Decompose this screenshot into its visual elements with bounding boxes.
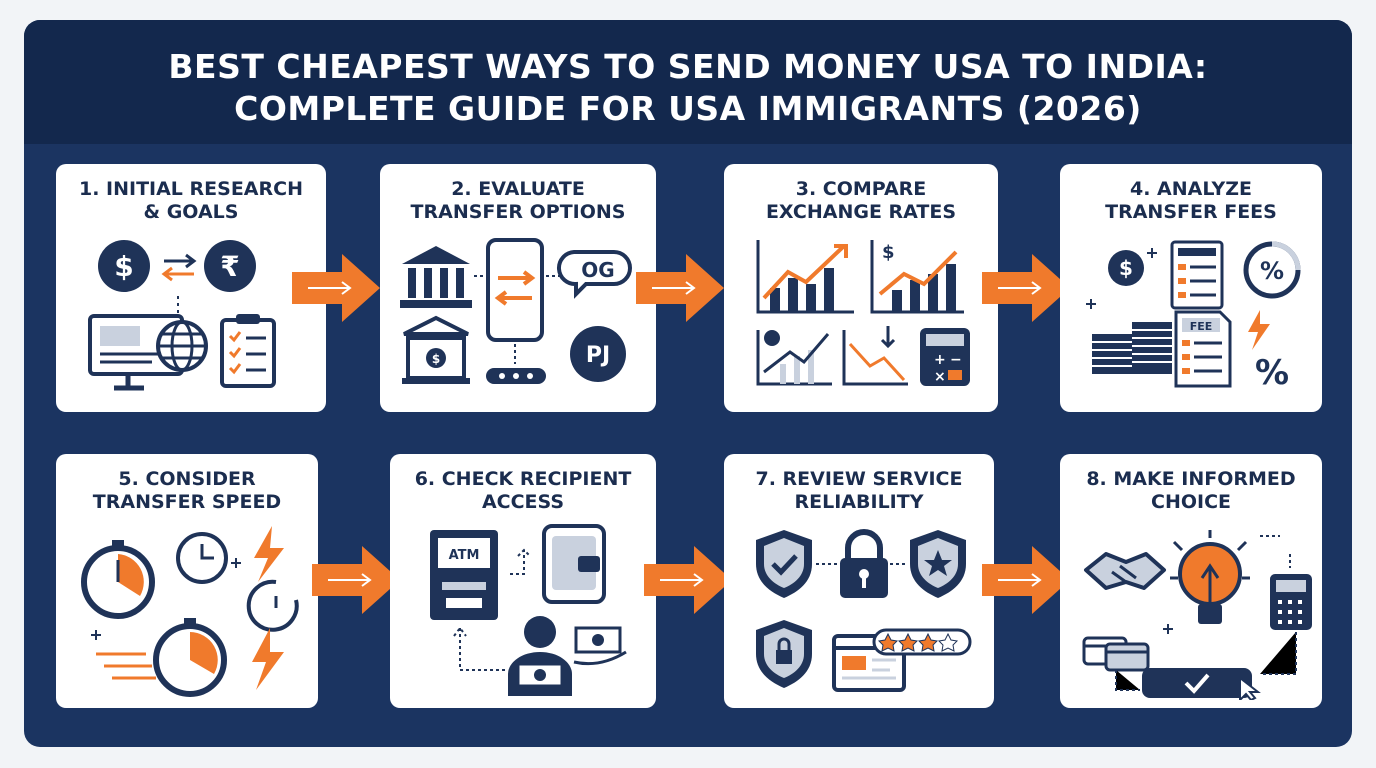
step-1-illustration: $ ₹ <box>88 240 276 391</box>
step-8-illustration <box>1082 530 1312 700</box>
right-arrow-icon <box>292 254 380 322</box>
confirm-button-icon <box>1142 668 1252 698</box>
svg-text:$: $ <box>432 352 440 366</box>
decline-chart-icon <box>842 326 908 386</box>
svg-text:%: % <box>1260 257 1284 285</box>
bank-icon <box>400 246 472 308</box>
lightning-icon <box>254 526 284 582</box>
percent-sign: % <box>1255 353 1289 393</box>
dollar-coin-icon: $ <box>1108 248 1157 286</box>
card-icon <box>1082 636 1150 672</box>
step-card-6: 6. CHECK RECIPIENT ACCESS ATM <box>390 454 656 708</box>
person-cash-icon <box>508 616 627 696</box>
exchange-icon <box>161 253 197 282</box>
document-list-icon <box>1170 240 1224 310</box>
coin-stack-icon <box>1086 299 1172 374</box>
step-4-illustration: $ % <box>1086 240 1301 393</box>
step-card-5: 5. CONSIDER TRANSFER SPEED <box>56 454 318 708</box>
growth-chart-icon <box>756 330 832 386</box>
svg-text:FEE: FEE <box>1190 320 1213 333</box>
right-arrow-icon <box>982 254 1070 322</box>
shield-lock-icon <box>756 620 812 688</box>
step-7-illustration <box>756 529 972 692</box>
step-card-4: 4. ANALYZE TRANSFER FEES $ % <box>1060 164 1322 412</box>
logo-circle-icon: PJ <box>570 326 626 382</box>
step-5-illustration <box>81 526 299 697</box>
step-title: 7. REVIEW SERVICE RELIABILITY <box>755 468 963 513</box>
right-arrow-icon <box>636 254 724 322</box>
lightning-icon <box>1248 310 1270 350</box>
rising-chart-icon <box>756 240 854 314</box>
svg-text:+: + <box>934 352 946 368</box>
infographic-frame: BEST CHEAPEST WAYS TO SEND MONEY USA TO … <box>24 20 1352 747</box>
step-2-illustration: OG $ PJ <box>400 238 632 384</box>
computer-monitor-icon <box>88 314 184 391</box>
svg-text:×: × <box>934 369 946 385</box>
calculator-icon <box>1270 574 1312 630</box>
lightbulb-icon <box>1170 530 1250 624</box>
shield-check-icon <box>756 530 812 598</box>
stopwatch-icon <box>81 540 155 619</box>
step-title: 3. COMPARE EXCHANGE RATES <box>765 178 957 223</box>
svg-text:ATM: ATM <box>449 548 480 563</box>
step-title: 8. MAKE INFORMED CHOICE <box>1086 468 1296 513</box>
fee-document-icon: FEE <box>1174 310 1232 388</box>
logo-bubble-icon: OG <box>557 250 632 299</box>
step-card-3: 3. COMPARE EXCHANGE RATES $ <box>724 164 998 412</box>
pager-dots-icon <box>486 368 546 384</box>
cursor-icon <box>1239 675 1261 700</box>
globe-icon <box>156 320 208 372</box>
step-title: 5. CONSIDER TRANSFER SPEED <box>92 468 282 513</box>
right-arrow-icon <box>312 546 400 614</box>
calculator-icon: + − × <box>920 328 970 386</box>
svg-text:$: $ <box>1119 256 1133 280</box>
rating-stars-icon <box>832 628 972 692</box>
svg-text:OG: OG <box>581 258 614 282</box>
timer-icon <box>246 579 299 632</box>
wallet-phone-icon <box>542 524 606 604</box>
step-card-1: 1. INITIAL RESEARCH & GOALS $ ₹ <box>56 164 326 412</box>
title-banner: BEST CHEAPEST WAYS TO SEND MONEY USA TO … <box>24 20 1352 144</box>
bank-dollar-icon: $ <box>402 315 470 384</box>
rupee-coin-icon: ₹ <box>204 240 256 292</box>
svg-text:$: $ <box>114 250 133 283</box>
page-title: BEST CHEAPEST WAYS TO SEND MONEY USA TO … <box>24 46 1352 130</box>
shield-star-icon <box>910 530 966 598</box>
right-arrow-icon <box>644 546 732 614</box>
speed-stopwatch-icon <box>96 618 227 697</box>
svg-text:$: $ <box>882 242 895 263</box>
checklist-icon <box>220 314 276 388</box>
lightning-icon <box>252 628 284 690</box>
dollar-coin-icon: $ <box>98 240 150 292</box>
falling-chart-icon: $ <box>870 240 964 314</box>
title-line-1: BEST CHEAPEST WAYS TO SEND MONEY USA TO … <box>168 47 1208 86</box>
padlock-icon <box>840 529 888 598</box>
svg-text:₹: ₹ <box>220 250 239 283</box>
step-card-8: 8. MAKE INFORMED CHOICE <box>1060 454 1322 708</box>
step-title: 2. EVALUATE TRANSFER OPTIONS <box>410 178 626 223</box>
atm-icon: ATM <box>430 530 498 620</box>
step-6-illustration: ATM <box>430 524 627 696</box>
step-title: 6. CHECK RECIPIENT ACCESS <box>414 468 632 513</box>
step-3-illustration: $ + <box>756 240 970 386</box>
clock-icon <box>176 532 228 584</box>
step-card-2: 2. EVALUATE TRANSFER OPTIONS OG <box>380 164 656 412</box>
svg-text:PJ: PJ <box>586 343 610 368</box>
handshake-icon <box>1084 552 1166 590</box>
title-line-2: COMPLETE GUIDE FOR USA IMMIGRANTS (2026) <box>234 89 1142 128</box>
right-arrow-icon <box>982 546 1070 614</box>
step-title: 1. INITIAL RESEARCH & GOALS <box>78 178 303 223</box>
mobile-phone-icon <box>486 238 544 342</box>
step-card-7: 7. REVIEW SERVICE RELIABILITY <box>724 454 994 708</box>
svg-text:−: − <box>950 352 962 368</box>
percent-icon: % <box>1243 241 1301 299</box>
step-title: 4. ANALYZE TRANSFER FEES <box>1105 178 1277 223</box>
